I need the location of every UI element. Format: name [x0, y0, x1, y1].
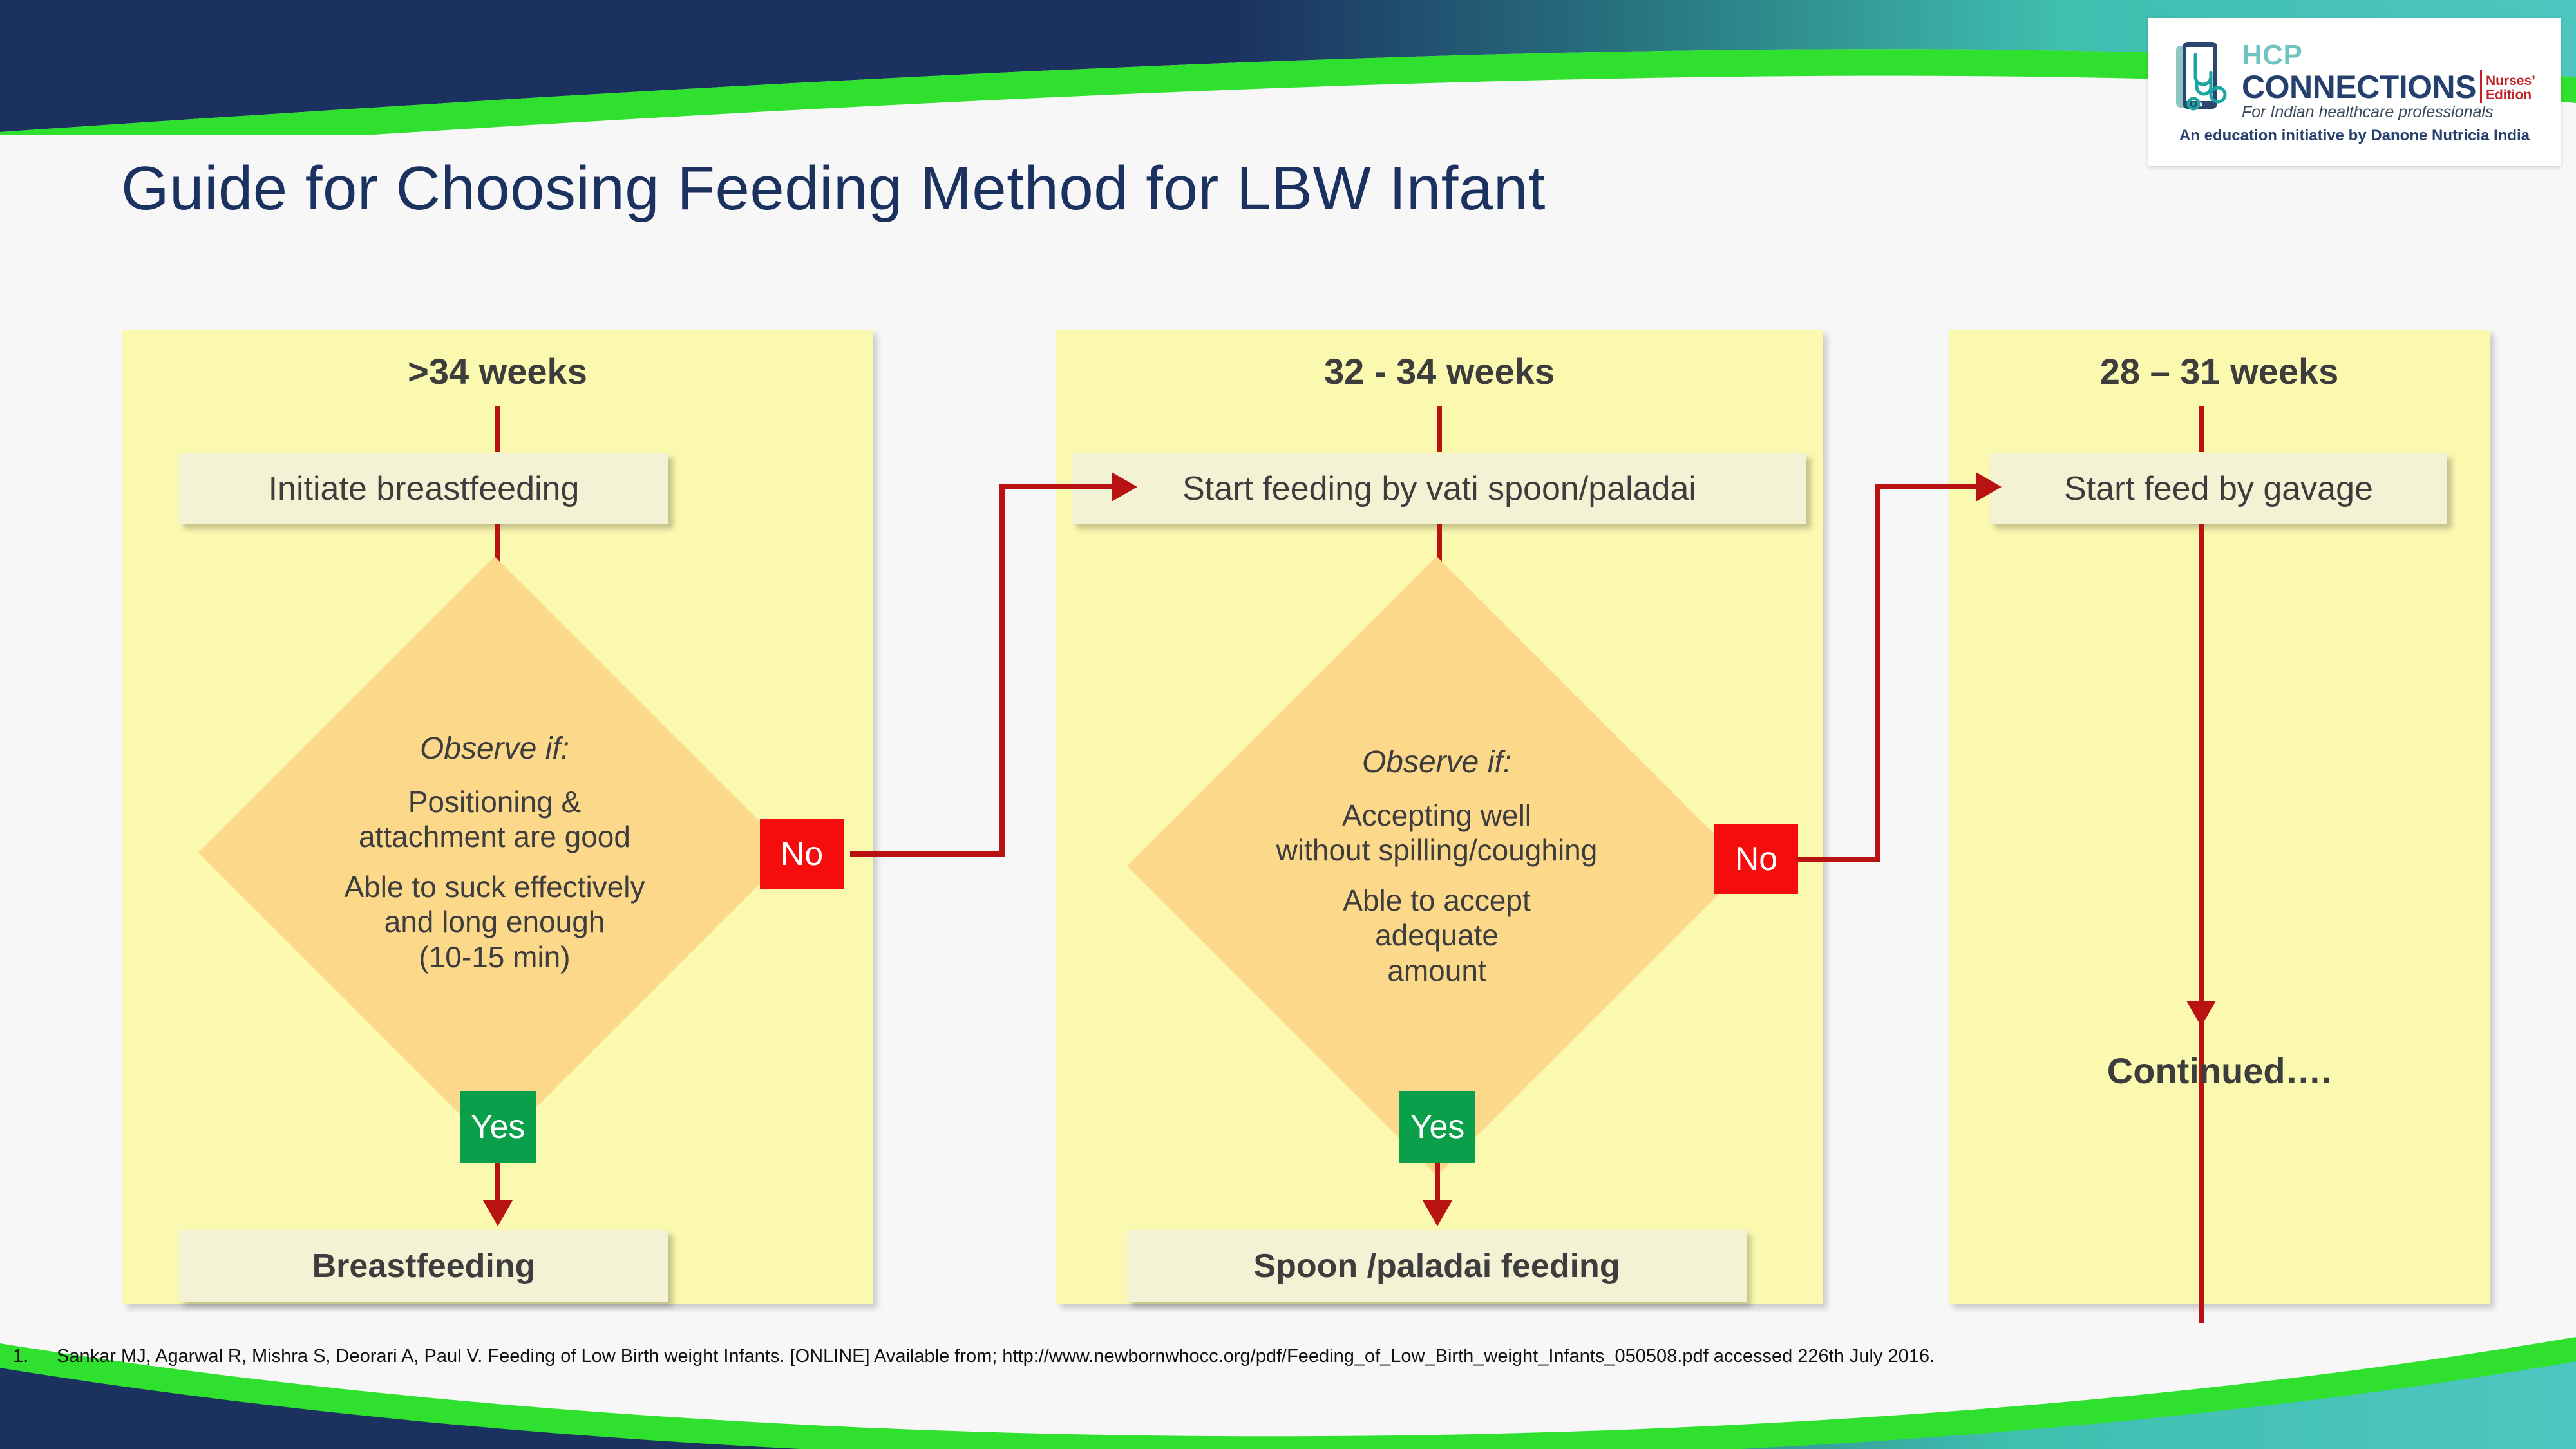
logo-divider: [2479, 69, 2482, 103]
yes-chip-1[interactable]: Yes: [1399, 1091, 1475, 1163]
footnote-text: Sankar MJ, Agarwal R, Mishra S, Deorari …: [57, 1346, 1935, 1367]
yes-chip-0[interactable]: Yes: [460, 1091, 536, 1163]
connector-header-to-box-0: [495, 406, 500, 452]
start-box-1: Start feeding by vati spoon/paladai: [1072, 453, 1806, 524]
connector-box-to-diamond-1: [1437, 524, 1442, 562]
logo-edition-line2: Edition: [2485, 88, 2532, 103]
logo-edition-line1: Nurses’: [2485, 73, 2535, 89]
panel-gt34-weeks: >34 weeks Initiate breastfeeding Observe…: [122, 330, 873, 1304]
continued-label: Continued….: [2107, 1050, 2332, 1091]
panel-32-34-weeks: 32 - 34 weeks Start feeding by vati spoo…: [1056, 330, 1823, 1304]
start-box-2: Start feed by gavage: [1990, 453, 2447, 524]
logo-tagline: For Indian healthcare professionals: [2241, 102, 2494, 121]
gavage-connector-line: [2199, 524, 2204, 1323]
panel-header-2: 28 – 31 weeks: [2099, 351, 2339, 392]
yes-arrow-1: [1423, 1200, 1452, 1226]
outcome-box-1: Spoon /paladai feeding: [1127, 1230, 1747, 1302]
observe-label-1: Observe if:: [1361, 745, 1512, 780]
panel-28-31-weeks: 28 – 31 weeks Start feed by gavage Conti…: [1949, 330, 2490, 1323]
observe-label-0: Observe if:: [419, 732, 570, 766]
connector-header-to-box-2: [2199, 406, 2204, 452]
start-box-0: Initiate breastfeeding: [179, 453, 668, 524]
logo-hcp-text: HCP: [2241, 39, 2303, 71]
decision-line-0-0: Positioning &attachment are good: [359, 784, 630, 853]
panel-header-1: 32 - 34 weeks: [1323, 351, 1555, 392]
no-chip-1[interactable]: No: [1714, 824, 1798, 894]
decision-diamond-0: Observe if: Positioning &attachment are …: [198, 556, 791, 1149]
yes-connector-line-1: [1435, 1163, 1440, 1203]
yes-connector-line-0: [495, 1163, 500, 1203]
connector-header-to-box-1: [1437, 406, 1442, 452]
logo-subline: An education initiative by Danone Nutric…: [2179, 127, 2530, 144]
no-chip-0[interactable]: No: [760, 819, 844, 889]
yes-arrow-0: [483, 1200, 513, 1226]
panel-header-0: >34 weeks: [408, 351, 587, 392]
bottom-decorative-banner: [0, 1320, 2576, 1449]
tablet-stethoscope-icon: [2175, 42, 2227, 111]
hcp-connections-logo: HCP CONNECTIONS Nurses’ Edition For Indi…: [2148, 18, 2561, 166]
footnote: 1. Sankar MJ, Agarwal R, Mishra S, Deora…: [13, 1346, 2563, 1367]
connector-box-to-diamond-0: [495, 524, 500, 562]
footnote-number: 1.: [13, 1346, 29, 1367]
logo-connections-text: CONNECTIONS: [2241, 68, 2476, 105]
outcome-box-0: Breastfeeding: [179, 1230, 668, 1302]
page-title: Guide for Choosing Feeding Method for LB…: [121, 154, 1546, 223]
gavage-arrow: [2186, 1001, 2216, 1027]
